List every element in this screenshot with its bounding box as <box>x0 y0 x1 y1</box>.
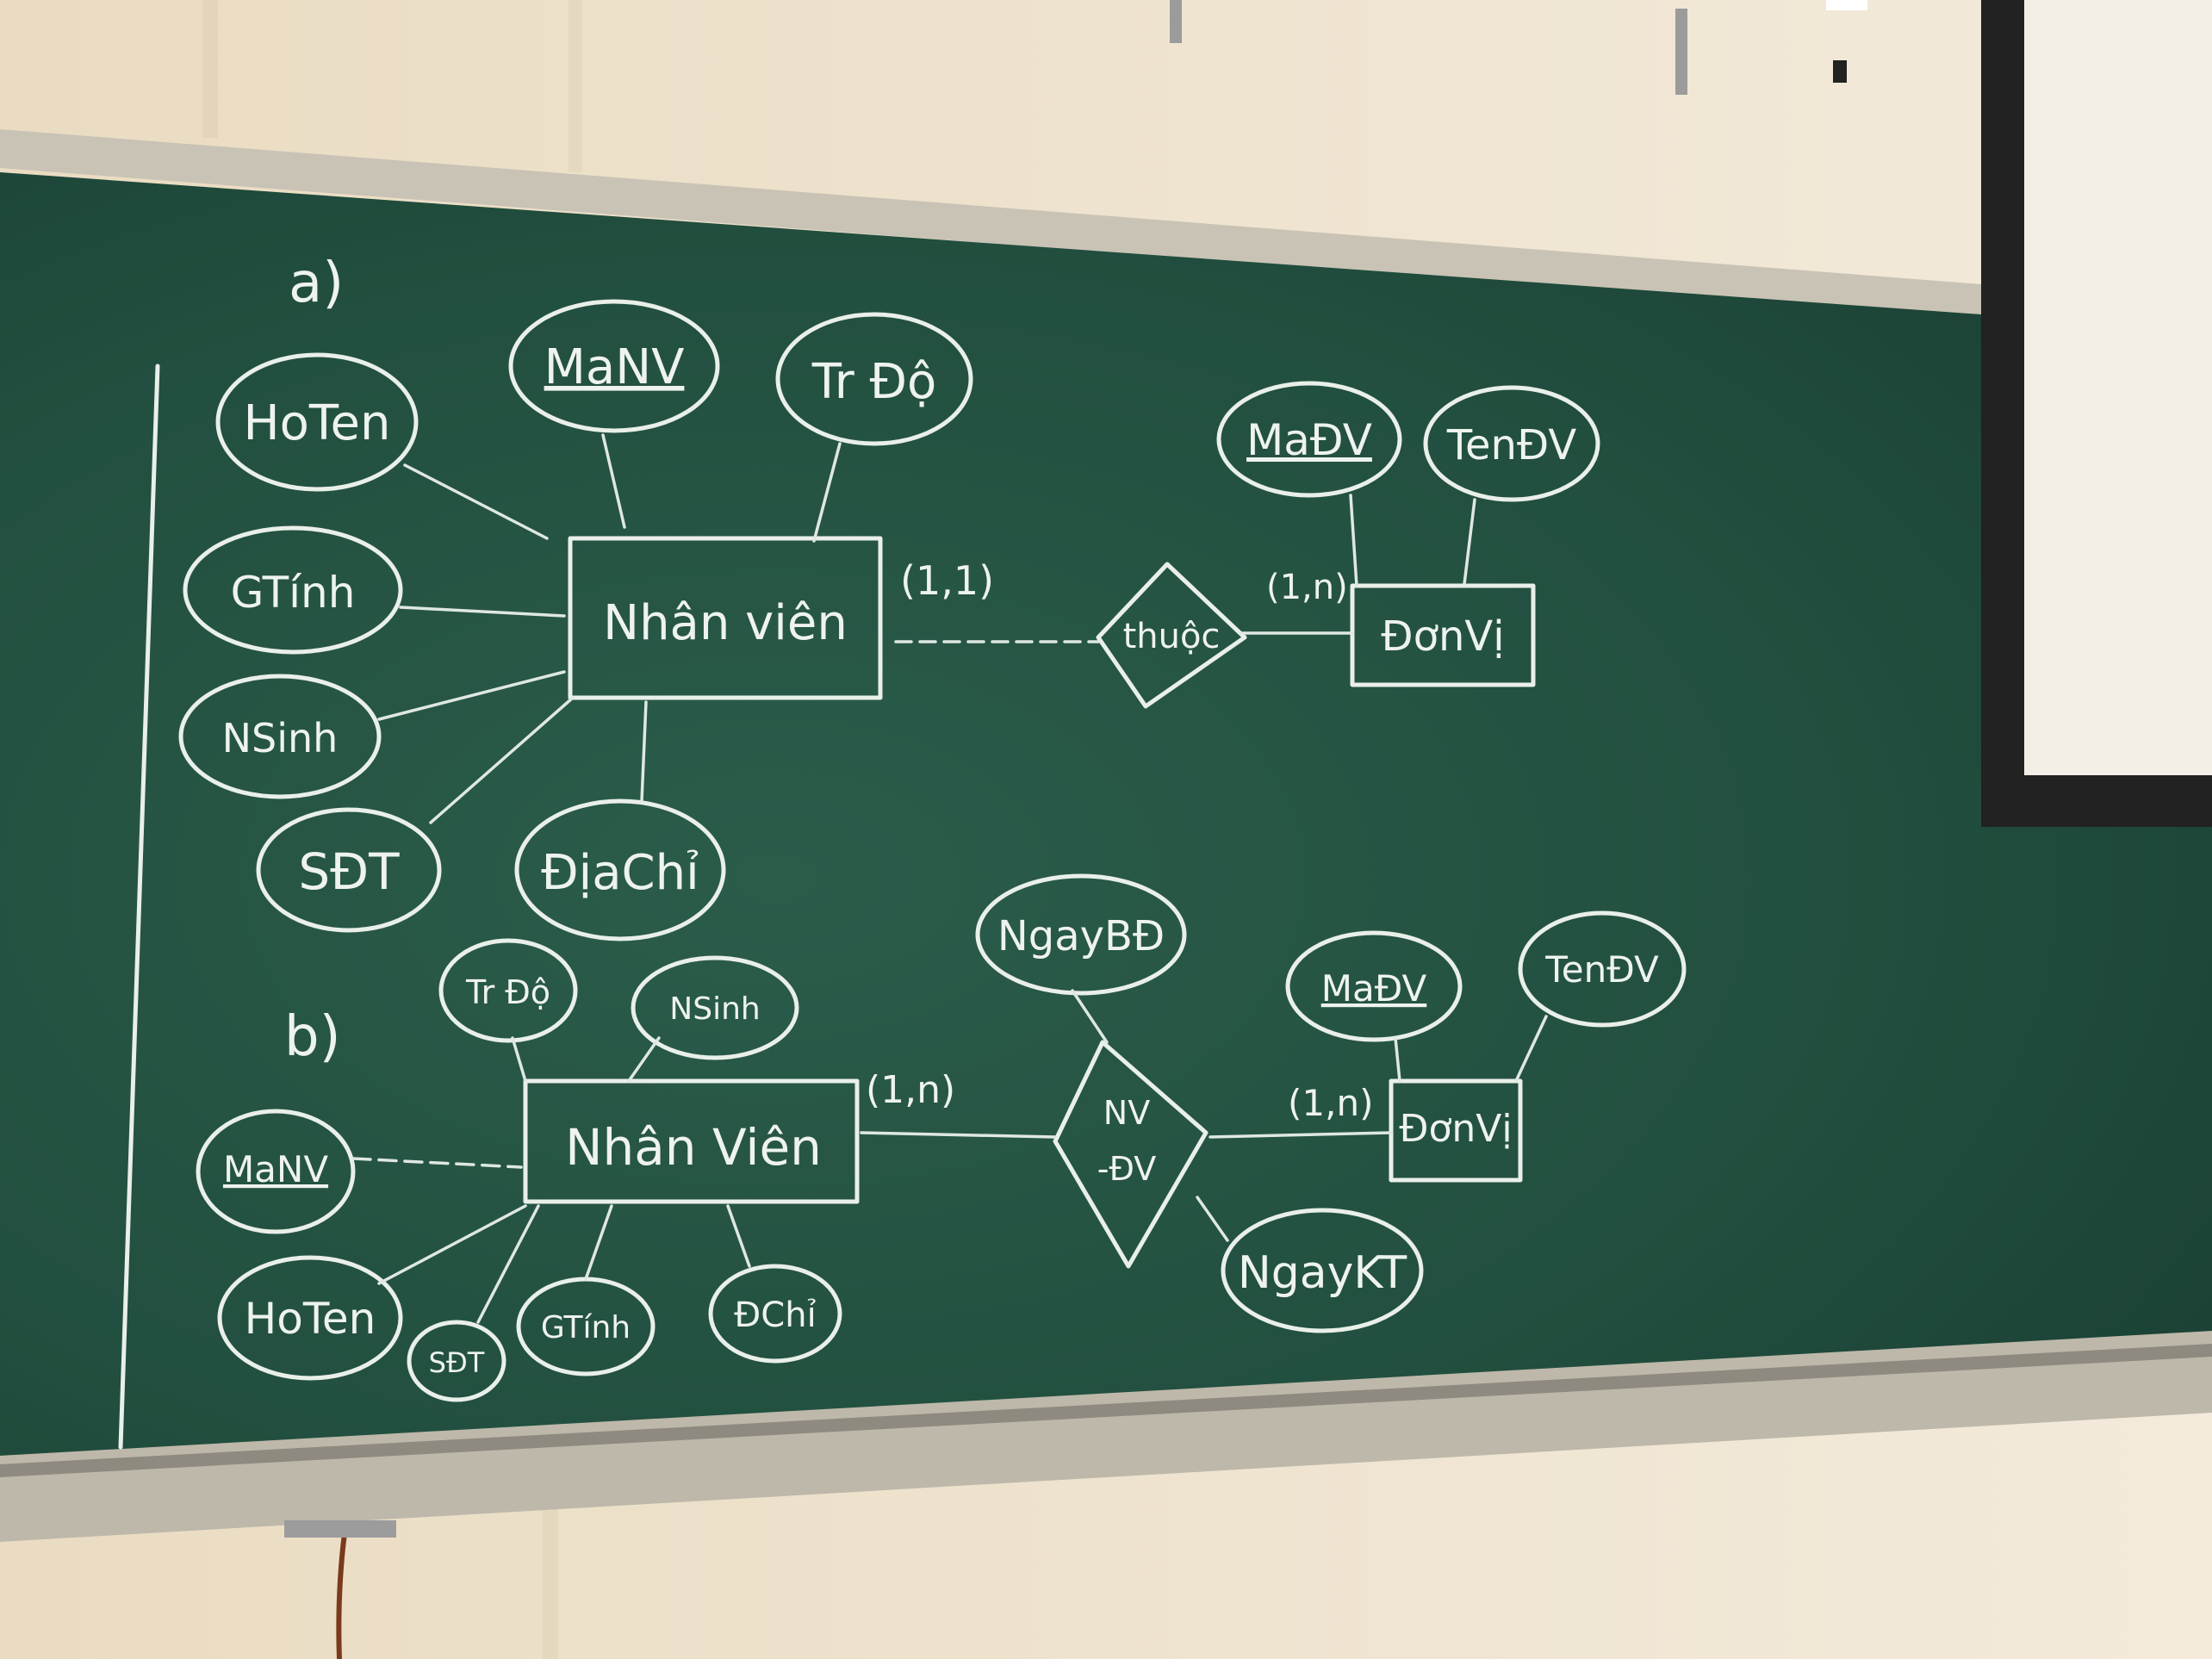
attr-trdo-text: Tr Độ <box>811 354 936 410</box>
attr-nsinh-text-b: NSinh <box>669 991 760 1027</box>
attr-tendv-text: TenĐV <box>1446 421 1576 469</box>
attr-nsinh-ellipse-b <box>631 955 799 1060</box>
link-trdo <box>812 442 842 543</box>
projector-screen <box>2024 0 2212 775</box>
link-ngaykt <box>1196 1196 1229 1242</box>
attr-trdo-text-b: Tr Độ <box>465 973 550 1011</box>
hanging-cable <box>336 1532 347 1659</box>
chalkboard <box>0 172 2212 1456</box>
diagram-b: b) Nhân Viên NV -ĐV ĐơnVị (1,n) (1,n) Ng… <box>196 873 1687 1402</box>
attr-gtinh-ellipse <box>183 525 403 655</box>
link-madv-b <box>1394 1036 1401 1083</box>
link-manv <box>601 433 626 529</box>
attr-diachi-text: ĐịaChỉ <box>541 845 699 901</box>
entity-employee-label-b: Nhân Viên <box>565 1118 822 1177</box>
tray-bracket <box>284 1520 396 1538</box>
attr-ngaykt-text: NgayKT <box>1238 1247 1407 1299</box>
link-trdo-b <box>511 1036 527 1083</box>
attr-sdt-ellipse <box>256 807 442 933</box>
attr-sdt-ellipse-b <box>407 1320 506 1402</box>
entity-employee-box <box>568 536 883 700</box>
link-ngaybd <box>1071 989 1109 1044</box>
wall-paper-edge <box>1826 0 1867 10</box>
link-gtinh <box>399 606 566 618</box>
attr-nsinh-ellipse <box>178 674 382 799</box>
divider-line <box>118 363 160 1450</box>
board-tray-edge <box>0 1344 2212 1477</box>
cardinality-unit: (1,n) <box>1266 568 1348 607</box>
relationship-label: thuộc <box>1123 617 1221 656</box>
attr-hoten-ellipse <box>215 352 419 492</box>
link-relationship-unit-b <box>1209 1131 1393 1139</box>
attr-madv-ellipse <box>1216 381 1402 498</box>
attr-madv-text: MaĐV <box>1246 415 1372 465</box>
attr-gtinh-text-b: GTính <box>541 1310 631 1345</box>
attr-manv-ellipse <box>508 299 720 433</box>
board-top-frame <box>0 129 1981 319</box>
attr-manv-text-b: MaNV <box>223 1148 328 1190</box>
link-tendv <box>1463 498 1476 586</box>
wall-clip <box>1833 60 1847 83</box>
attr-manv-text: MaNV <box>544 339 685 395</box>
attr-ngaykt-ellipse <box>1221 1208 1424 1333</box>
link-gtinh-b <box>584 1204 613 1281</box>
attr-trdo-ellipse <box>775 312 973 446</box>
entity-employee-box-b <box>523 1078 860 1204</box>
cardinality-employee-b: (1,n) <box>866 1068 955 1112</box>
relationship-label-b-line2: -ĐV <box>1097 1150 1157 1188</box>
link-hoten <box>403 463 549 540</box>
relationship-diamond-b <box>1053 1040 1209 1269</box>
link-madv <box>1349 494 1358 587</box>
wall-bracket <box>1170 0 1182 43</box>
entity-unit-box <box>1350 583 1536 687</box>
entity-employee-label: Nhân viên <box>603 595 848 651</box>
attr-hoten-text: HoTen <box>243 395 390 451</box>
attr-diachi-ellipse-b <box>708 1264 842 1364</box>
diagram-a-label: a) <box>289 252 344 315</box>
attr-tendv-text-b: TenĐV <box>1544 948 1659 991</box>
relationship-diamond <box>1096 562 1247 709</box>
link-sdt-b <box>476 1204 540 1324</box>
attr-gtinh-text: GTính <box>231 568 356 618</box>
cardinality-unit-b: (1,n) <box>1288 1082 1373 1124</box>
link-diachi <box>640 700 648 803</box>
link-diachi-b <box>726 1204 751 1268</box>
link-hoten-b <box>377 1204 527 1285</box>
wall-bracket <box>1675 9 1687 95</box>
attr-madv-ellipse-b <box>1285 930 1463 1042</box>
attr-ngaybd-text: NgayBĐ <box>997 912 1165 960</box>
entity-unit-label-b: ĐơnVị <box>1399 1107 1512 1151</box>
entity-unit-box-b <box>1389 1078 1523 1183</box>
link-nsinh-b <box>627 1036 661 1083</box>
link-tendv-b <box>1514 1015 1548 1083</box>
attr-nsinh-text: NSinh <box>222 715 339 761</box>
attr-trdo-ellipse-b <box>438 938 578 1043</box>
relationship-label-b-line1: NV <box>1103 1094 1150 1132</box>
link-employee-relationship-b <box>860 1131 1057 1139</box>
diagram-a: a) Nhân viên thuộc ĐơnVị (1,1) (1,n) MaN… <box>178 252 1600 941</box>
link-sdt <box>429 696 575 824</box>
cardinality-employee: (1,1) <box>900 557 994 604</box>
diagram-b-label: b) <box>284 1005 341 1069</box>
attr-hoten-ellipse-b <box>217 1255 403 1381</box>
wall-panel-seam <box>543 1482 558 1659</box>
attr-sdt-text-b: SĐT <box>429 1346 485 1379</box>
attr-hoten-text-b: HoTen <box>245 1294 376 1344</box>
wall-panel-seam <box>202 0 218 138</box>
attr-diachi-text-b: ĐChỉ <box>734 1296 816 1335</box>
attr-tendv-ellipse-b <box>1518 910 1687 1028</box>
attr-tendv-ellipse <box>1423 385 1600 502</box>
attr-madv-text-b: MaĐV <box>1321 967 1427 1010</box>
entity-unit-label: ĐơnVị <box>1381 612 1504 661</box>
attr-sdt-text: SĐT <box>298 842 400 901</box>
link-nsinh <box>377 670 566 721</box>
link-manv-b <box>351 1157 523 1169</box>
attr-manv-ellipse-b <box>196 1109 356 1234</box>
attr-diachi-ellipse <box>514 798 726 941</box>
attr-ngaybd-ellipse <box>975 873 1187 996</box>
wall-panel-seam <box>569 0 582 172</box>
